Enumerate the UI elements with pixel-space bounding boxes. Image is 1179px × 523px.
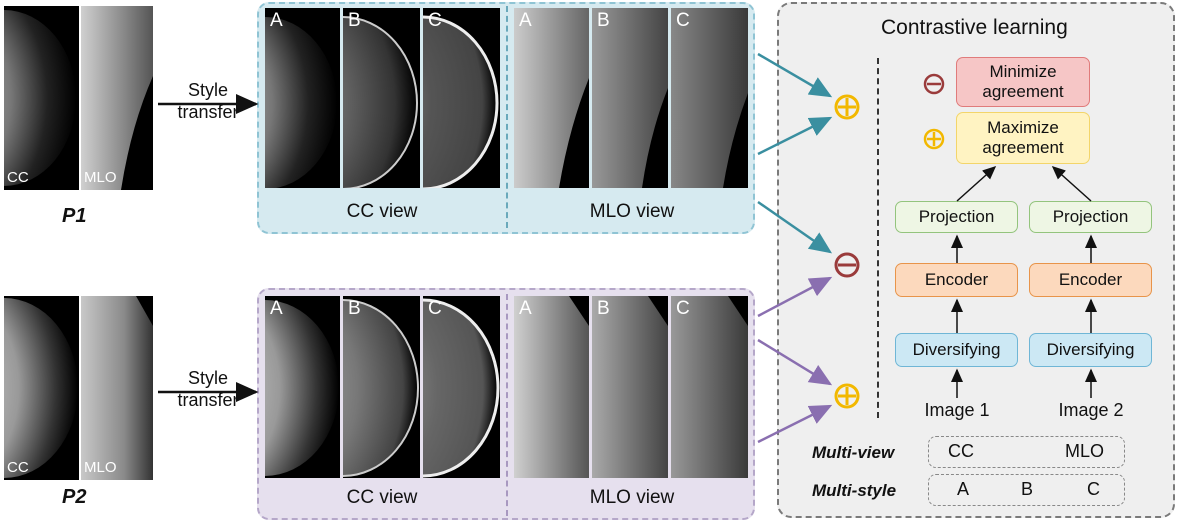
multi-style-title: Multi-style [812,481,897,500]
p2-view-divider [506,294,508,516]
multi-view-mlo: MLO [1065,441,1105,461]
p2-cc-image: CC [4,296,79,480]
p2-mlo-image: MLO [81,296,153,480]
p1-style-transfer-label: Style transfer [168,80,248,123]
p2-style-transfer-label: Style transfer [168,368,248,411]
p2-cc-style-b: B [343,296,420,478]
p1-style-transfer-line-2: transfer [177,101,239,122]
multi-style-c: C [1087,479,1100,499]
p2-mlo-label: MLO [84,459,117,476]
p2-mlo-style-c: C [671,296,748,478]
style-label: B [597,10,610,31]
multi-view-title: Multi-view [812,443,895,462]
p1-view-divider [506,6,508,228]
p1-label: P1 [62,205,87,227]
multi-view-cc: CC [948,441,974,461]
p2-cc-label: CC [7,459,29,476]
p1-mlo-style-a: A [514,8,589,188]
style-label: C [676,298,690,319]
style-label: A [270,298,283,319]
p1-mlo-view-label: MLO view [589,201,675,222]
p1-cc-style-a: A [265,8,340,188]
p2-cc-view-label: CC view [346,487,418,508]
p2-mlo-style-b: B [592,296,668,478]
p1-cc-style-c: C [423,8,500,188]
style-label: A [519,10,532,31]
style-label: B [348,10,361,31]
p2-label: P2 [62,486,87,508]
p1-mlo-style-b: B [592,8,668,188]
style-label: A [519,298,532,319]
multi-style-a: A [957,479,970,499]
projection-box-1: Projection [895,201,1018,233]
p2-style-transfer-line-2: transfer [177,389,239,410]
style-label: C [428,298,442,319]
p1-mlo-image: MLO [81,6,153,190]
style-label: B [597,298,610,319]
style-label: C [676,10,690,31]
p2-cc-style-a: A [265,296,340,478]
projection-box-2: Projection [1029,201,1152,233]
p2-mlo-style-a: A [514,296,589,478]
p1-mlo-style-c: C [671,8,748,188]
p1-style-transfer-line-1: Style [187,80,229,100]
p1-cc-label: CC [7,169,29,186]
image-2-label: Image 2 [1058,400,1124,420]
p1-cc-view-label: CC view [346,201,418,222]
style-label: A [270,10,283,31]
p2-mlo-view-label: MLO view [589,487,675,508]
p2-cc-style-c: C [423,296,500,478]
image-1-label: Image 1 [924,400,990,420]
diversifying-box-1: Diversifying [895,333,1018,367]
multi-style-b: B [1021,479,1034,499]
encoder-box-1: Encoder [895,263,1018,297]
style-label: C [428,10,442,31]
p1-cc-image: CC [4,6,79,190]
encoder-box-2: Encoder [1029,263,1152,297]
p2-style-transfer-line-1: Style [187,368,229,388]
contrastive-learning-title: Contrastive learning [881,16,1068,39]
multi-style-box [928,474,1125,506]
style-label: B [348,298,361,319]
diversifying-box-2: Diversifying [1029,333,1152,367]
panel-separator [877,58,879,418]
multi-view-box [928,436,1125,468]
p1-mlo-label: MLO [84,169,117,186]
p1-cc-style-b: B [343,8,420,188]
